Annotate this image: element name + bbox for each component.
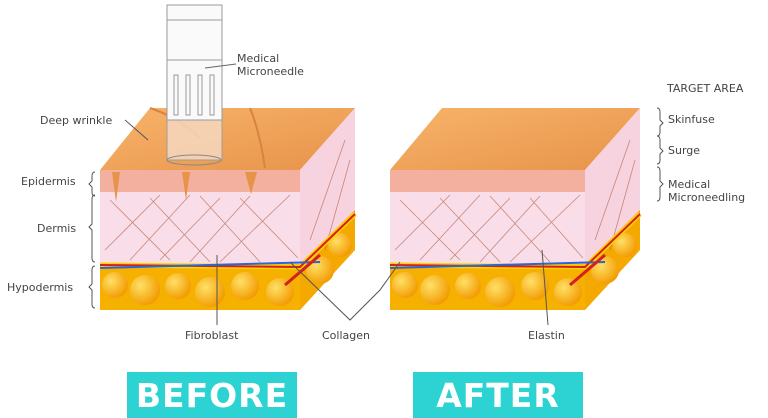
- label-line: Microneedling: [668, 191, 746, 204]
- label-line: Microneedle: [237, 65, 304, 78]
- label-deep-wrinkle: Deep wrinkle: [40, 114, 113, 127]
- target-surge: Surge: [668, 144, 701, 157]
- after-skin-block: [389, 108, 642, 310]
- label-elastin: Elastin: [528, 329, 565, 342]
- label-collagen: Collagen: [322, 329, 370, 342]
- before-skin-block: [99, 107, 357, 310]
- label-fibroblast: Fibroblast: [185, 329, 239, 342]
- before-banner: BEFORE: [127, 372, 297, 418]
- target-area-title: TARGET AREA: [667, 82, 744, 95]
- label-line: Medical: [668, 178, 711, 191]
- after-banner: AFTER: [413, 372, 583, 418]
- microneedle-device: [166, 4, 237, 166]
- label-epidermis: Epidermis: [21, 175, 76, 188]
- label-dermis: Dermis: [37, 222, 77, 235]
- label-hypodermis: Hypodermis: [7, 281, 74, 294]
- label-line: Medical: [237, 52, 280, 65]
- leader-lines: [88, 107, 664, 326]
- target-skinfuse: Skinfuse: [668, 113, 715, 126]
